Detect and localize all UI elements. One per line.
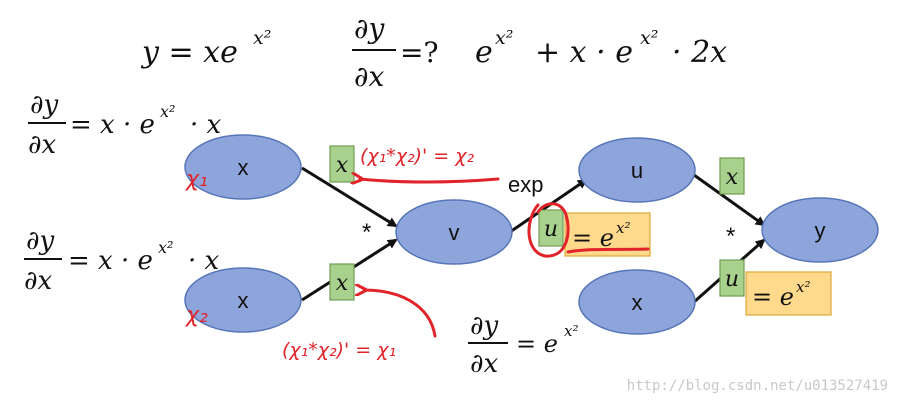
grad-box-right-top-rect — [719, 157, 745, 195]
bottom-exponent: x² — [564, 322, 578, 340]
grad-box-right-top: x — [719, 157, 745, 195]
grad-box-mid-u-rect — [538, 209, 564, 247]
derivative-question: ∂y ∂x =? — [352, 12, 438, 93]
node-u-shape — [578, 137, 696, 203]
answer-term-b-exponent: x² — [640, 27, 658, 49]
answer-term-a: e — [475, 35, 493, 70]
mult-right-label: * — [726, 223, 735, 250]
annotation-x2: χ₂ — [185, 303, 208, 328]
node-y: y — [761, 197, 879, 263]
node-x-right-label: x — [632, 290, 643, 315]
left2-rhs: = x · e — [68, 246, 153, 276]
annotation-bottom-arrow — [364, 290, 437, 338]
node-v-label: v — [449, 220, 460, 245]
node-x-bottom: x — [184, 267, 302, 333]
left1-rhs: = x · e — [70, 110, 155, 140]
grad-box-right-bottom-label: u — [725, 267, 739, 292]
annotation-circle-u — [527, 202, 570, 258]
main-equation-exponent: x² — [253, 27, 271, 49]
node-x-bottom-label: x — [238, 288, 249, 313]
answer-term-c: · 2x — [672, 35, 727, 70]
answer-term-a-exponent: x² — [495, 27, 513, 49]
left2-tail: · x — [188, 246, 220, 276]
grad-box-right-top-label: x — [726, 165, 739, 190]
node-v-shape — [395, 199, 513, 265]
derivative-question-mark: =? — [400, 36, 438, 69]
exp-label: exp — [508, 172, 543, 197]
grad-box-left-top-label: x — [336, 153, 349, 178]
node-y-label: y — [815, 218, 826, 243]
annotation-x1: χ₁ — [185, 167, 208, 192]
edge-x-top-to-v — [301, 166, 398, 228]
grad-box-left-bottom-rect — [329, 263, 355, 301]
value-box-right: = e x² — [745, 271, 832, 316]
value-box-right-eq: = e — [752, 283, 794, 311]
grad-box-left-bottom-label: x — [336, 271, 349, 296]
grad-box-right-bottom-rect — [719, 259, 745, 297]
red-annotations: χ₁ χ₂ (χ₁*χ₂)' = χ₂ (χ₁*χ₂)' = χ₁ — [185, 145, 650, 361]
answer-term-b: + x · e — [535, 35, 633, 70]
mult-left-label: * — [362, 219, 371, 246]
grad-box-left-bottom: x — [329, 263, 355, 301]
grad-box-right-bottom: u — [719, 259, 745, 297]
node-y-shape — [761, 197, 879, 263]
edge-v-to-u — [509, 178, 588, 234]
node-u: u — [578, 137, 696, 203]
left2-denominator: ∂x — [24, 266, 52, 296]
left1-tail: · x — [190, 110, 222, 140]
annotation-top-note: (χ₁*χ₂)' = χ₂ — [360, 145, 475, 167]
annotation-underline-mid — [566, 247, 650, 254]
derivative-numerator: ∂y — [354, 12, 385, 45]
watermark: http://blog.csdn.net/u013527419 — [627, 378, 888, 394]
left-derivative-top: ∂y ∂x = x · e x² · x — [28, 90, 222, 160]
derivative-answer: e x² + x · e x² · 2x — [475, 27, 727, 70]
derivative-denominator: ∂x — [354, 60, 384, 93]
node-x-bottom-shape — [184, 267, 302, 333]
bottom-rhs: = e — [516, 330, 558, 358]
edge-u-to-y — [693, 173, 766, 227]
value-box-right-exponent: x² — [796, 278, 810, 296]
left1-denominator: ∂x — [28, 130, 56, 160]
bottom-numerator: ∂y — [470, 311, 498, 341]
node-v: v — [395, 199, 513, 265]
node-x-top: x — [184, 134, 302, 200]
left-derivative-bottom: ∂y ∂x = x · e x² · x — [24, 226, 220, 296]
left1-exponent: x² — [160, 102, 175, 121]
annotation-bottom-note: (χ₁*χ₂)' = χ₁ — [282, 339, 396, 361]
left2-numerator: ∂y — [26, 226, 54, 256]
node-x-top-shape — [184, 134, 302, 200]
grad-box-mid-u-label: u — [544, 217, 558, 242]
value-box-mid-exponent: x² — [616, 219, 630, 237]
grad-box-mid-u: u — [538, 209, 564, 247]
annotation-top-arrow — [360, 179, 500, 182]
bottom-derivative: ∂y ∂x = e x² — [468, 311, 578, 379]
main-equation: y = xe x² — [140, 27, 271, 70]
node-x-right: x — [578, 269, 696, 335]
left2-exponent: x² — [158, 238, 173, 257]
value-box-right-rect — [745, 271, 832, 316]
value-box-mid-eq: = e — [572, 224, 614, 252]
main-equation-lhs: y = xe — [140, 35, 238, 70]
grad-box-left-top-rect — [329, 145, 355, 183]
grad-box-left-top: x — [329, 145, 355, 183]
left1-numerator: ∂y — [30, 90, 58, 120]
node-x-top-label: x — [238, 155, 249, 180]
node-x-right-shape — [578, 269, 696, 335]
node-u-label: u — [631, 158, 643, 183]
bottom-denominator: ∂x — [470, 349, 498, 379]
